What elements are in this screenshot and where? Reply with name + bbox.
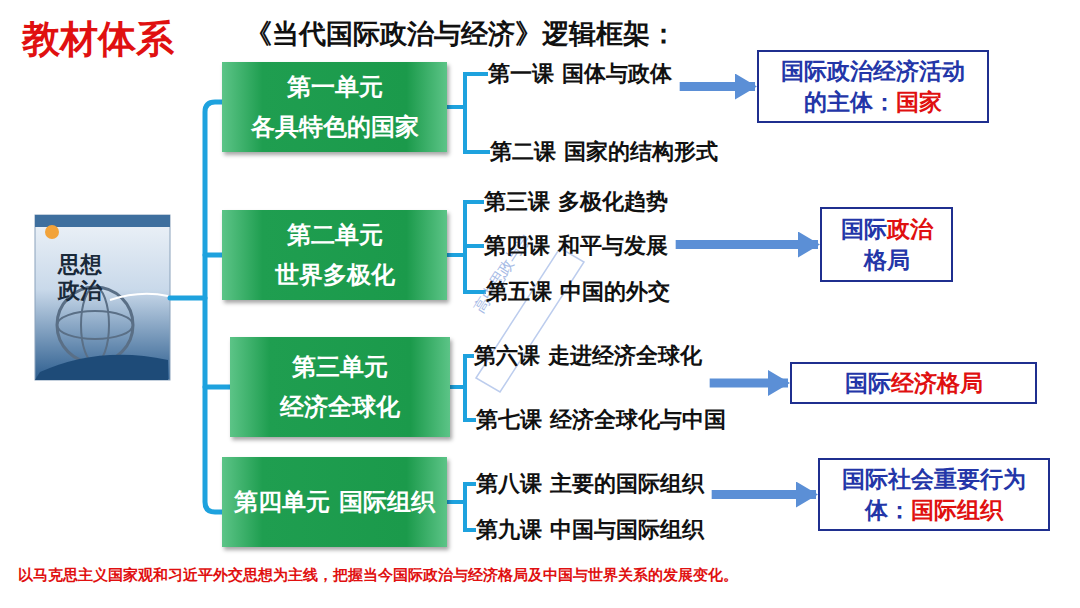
lesson-text: 第四课 和平与发展 xyxy=(484,233,668,258)
unit-box: 第四单元 国际组织 xyxy=(222,457,447,547)
flow-arrow xyxy=(680,82,755,91)
lesson-text: 第三课 多极化趋势 xyxy=(484,189,668,214)
lesson-item: 第七课 经济全球化与中国 xyxy=(476,404,726,436)
result-text-part: 国际 xyxy=(845,370,891,396)
flow-arrow xyxy=(712,490,816,499)
bracket-line xyxy=(447,107,490,152)
unit-title: 第一单元 各具特色的国家 xyxy=(232,67,437,147)
lesson-text: 第六课 走进经济全球化 xyxy=(474,343,702,368)
bracket-line xyxy=(447,74,488,107)
result-box: 国际经济格局 xyxy=(790,362,1037,404)
unit-box: 第一单元 各具特色的国家 xyxy=(222,62,447,152)
lesson-text: 第一课 国体与政体 xyxy=(488,61,672,86)
section-heading: 教材体系 xyxy=(22,14,174,65)
unit-box: 第二单元 世界多极化 xyxy=(222,210,447,300)
left-brace xyxy=(170,102,230,512)
flow-arrow xyxy=(676,240,818,249)
book-cover xyxy=(35,215,170,380)
result-text-part: 国际组织 xyxy=(911,497,1003,523)
flow-arrow xyxy=(710,379,788,388)
result-text-part: 经济格局 xyxy=(891,370,983,396)
unit-box: 第三单元 经济全球化 xyxy=(230,337,450,437)
lesson-item: 第三课 多极化趋势 xyxy=(484,186,668,218)
lesson-text: 第五课 中国的外交 xyxy=(486,279,670,304)
lesson-text: 第二课 国家的结构形式 xyxy=(490,139,718,164)
result-text: 国际社会重要行为体：国际组织 xyxy=(834,464,1034,526)
lesson-text: 第八课 主要的国际组织 xyxy=(476,471,704,496)
unit-title: 第四单元 国际组织 xyxy=(234,482,434,522)
result-box: 国际社会重要行为体：国际组织 xyxy=(818,458,1050,531)
book-title: 政治 xyxy=(58,276,102,306)
lesson-item: 第一课 国体与政体 xyxy=(488,58,672,90)
result-text-part: 政治 xyxy=(887,216,933,242)
unit-title: 第二单元 世界多极化 xyxy=(232,215,437,295)
result-text: 国际政治格局 xyxy=(836,214,937,276)
bracket-line xyxy=(447,484,476,502)
result-box: 国际政治格局 xyxy=(820,207,953,282)
result-text: 国际经济格局 xyxy=(845,368,983,399)
unit-title: 第三单元 经济全球化 xyxy=(240,347,440,427)
result-text-part: 格局 xyxy=(864,247,910,273)
lesson-item: 第二课 国家的结构形式 xyxy=(490,136,718,168)
lesson-item: 第五课 中国的外交 xyxy=(486,276,670,308)
lesson-item: 第九课 中国与国际组织 xyxy=(476,514,704,546)
diagram-title: 《当代国际政治与经济》逻辑框架： xyxy=(245,16,677,52)
diagram-caption: 以马克思主义国家观和习近平外交思想为主线，把握当今国际政治与经济格局及中国与世界… xyxy=(18,566,738,585)
lesson-text: 第七课 经济全球化与中国 xyxy=(476,407,726,432)
book-title: 思想 xyxy=(58,250,102,280)
lesson-item: 第六课 走进经济全球化 xyxy=(474,340,702,372)
bracket-line xyxy=(447,202,484,255)
bracket-line xyxy=(450,356,474,387)
lesson-item: 第四课 和平与发展 xyxy=(484,230,668,262)
lesson-text: 第九课 中国与国际组织 xyxy=(476,517,704,542)
result-text-part: 国际 xyxy=(841,216,887,242)
bracket-line xyxy=(450,387,476,420)
lesson-item: 第八课 主要的国际组织 xyxy=(476,468,704,500)
result-text: 国际政治经济活动的主体：国家 xyxy=(773,56,973,118)
result-text-part: 国家 xyxy=(896,89,942,115)
bracket-line xyxy=(447,255,486,292)
result-box: 国际政治经济活动的主体：国家 xyxy=(757,50,989,123)
bracket-line xyxy=(447,502,476,530)
